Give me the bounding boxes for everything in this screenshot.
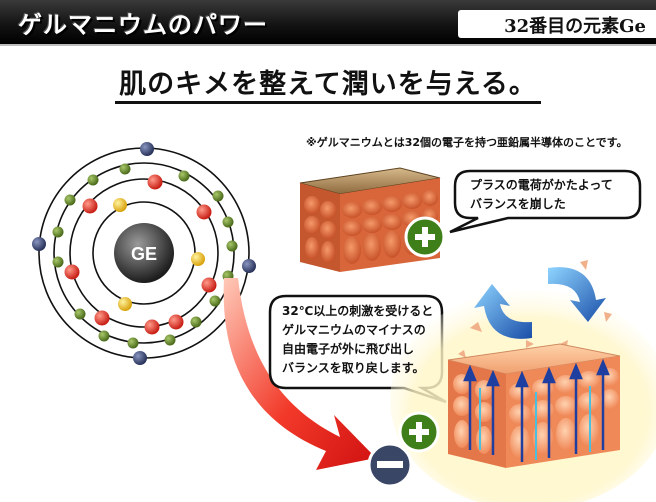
electron-red: [168, 314, 184, 330]
cycle-arrows: [474, 267, 606, 339]
electron-green: [74, 308, 86, 320]
bubble-top-line: バランスを崩した: [470, 197, 566, 211]
electron-green: [64, 194, 76, 206]
electron-green: [52, 256, 64, 268]
electron-red: [201, 277, 217, 293]
electron-flow-arrow: [223, 278, 376, 470]
electron-green: [127, 337, 139, 349]
electron-navy: [133, 351, 147, 365]
minus-badge: [367, 442, 413, 488]
bubble-top-text: プラスの電荷がかたよって バランスを崩した: [470, 176, 613, 214]
electron-green: [209, 295, 221, 307]
electron-yellow: [118, 297, 132, 311]
electron-green: [178, 170, 190, 182]
speech-bubble-top: [449, 169, 642, 234]
germanium-atom: GE: [32, 142, 256, 365]
nucleus-label: GE: [131, 244, 157, 264]
electron-green: [222, 216, 234, 228]
orbit-3: [53, 162, 235, 344]
bubble-mid-line: ゲルマニウムのマイナスの: [282, 323, 426, 337]
electron-red: [144, 319, 160, 335]
electron-green: [52, 226, 64, 238]
electron-red: [94, 310, 110, 326]
header-subtitle-box: 32番目の元素Ge: [458, 10, 656, 38]
headline: 肌のキメを整えて潤いを与える。: [0, 62, 656, 104]
electron-green: [212, 190, 224, 202]
header-title: ゲルマニウムのパワー: [18, 11, 268, 39]
electron-red: [196, 204, 212, 220]
electron-navy: [140, 142, 154, 156]
electron-green: [98, 330, 110, 342]
plus-badge-bottom: [398, 411, 440, 453]
nucleus: [114, 223, 174, 283]
plus-badge-top: [404, 216, 446, 258]
bubble-mid-line: 自由電子が外に飛び出し: [282, 342, 415, 356]
bubble-mid-line: 32℃以上の刺激を受けると: [282, 304, 434, 318]
bubble-top-line: プラスの電荷がかたよって: [470, 178, 613, 192]
bubble-mid-line: バランスを取り戻します。: [282, 361, 425, 375]
electron-green: [190, 316, 202, 328]
electron-red: [64, 264, 80, 280]
electron-red: [147, 174, 163, 190]
electron-red: [82, 198, 98, 214]
electron-yellow: [113, 198, 127, 212]
electron-green: [226, 240, 238, 252]
electron-navy: [242, 259, 256, 273]
bubble-mid-text: 32℃以上の刺激を受けると ゲルマニウムのマイナスの 自由電子が外に飛び出し バ…: [282, 302, 433, 378]
electron-yellow: [191, 252, 205, 266]
orbit-2: [69, 178, 219, 328]
electron-green: [164, 334, 176, 346]
electron-green: [119, 163, 131, 175]
skin-block-balanced: [447, 343, 621, 468]
skin-block-unbalanced: [299, 167, 441, 272]
electron-green: [87, 174, 99, 186]
header-bar: ゲルマニウムのパワー 32番目の元素Ge: [0, 0, 656, 46]
header-subtitle: 32番目の元素Ge: [504, 16, 646, 37]
electron-navy: [32, 237, 46, 251]
germanium-note: ※ゲルマニウムとは32個の電子を持つ亜鉛属半導体のことです。: [306, 136, 628, 149]
headline-text: 肌のキメを整えて潤いを与える。: [115, 69, 541, 104]
